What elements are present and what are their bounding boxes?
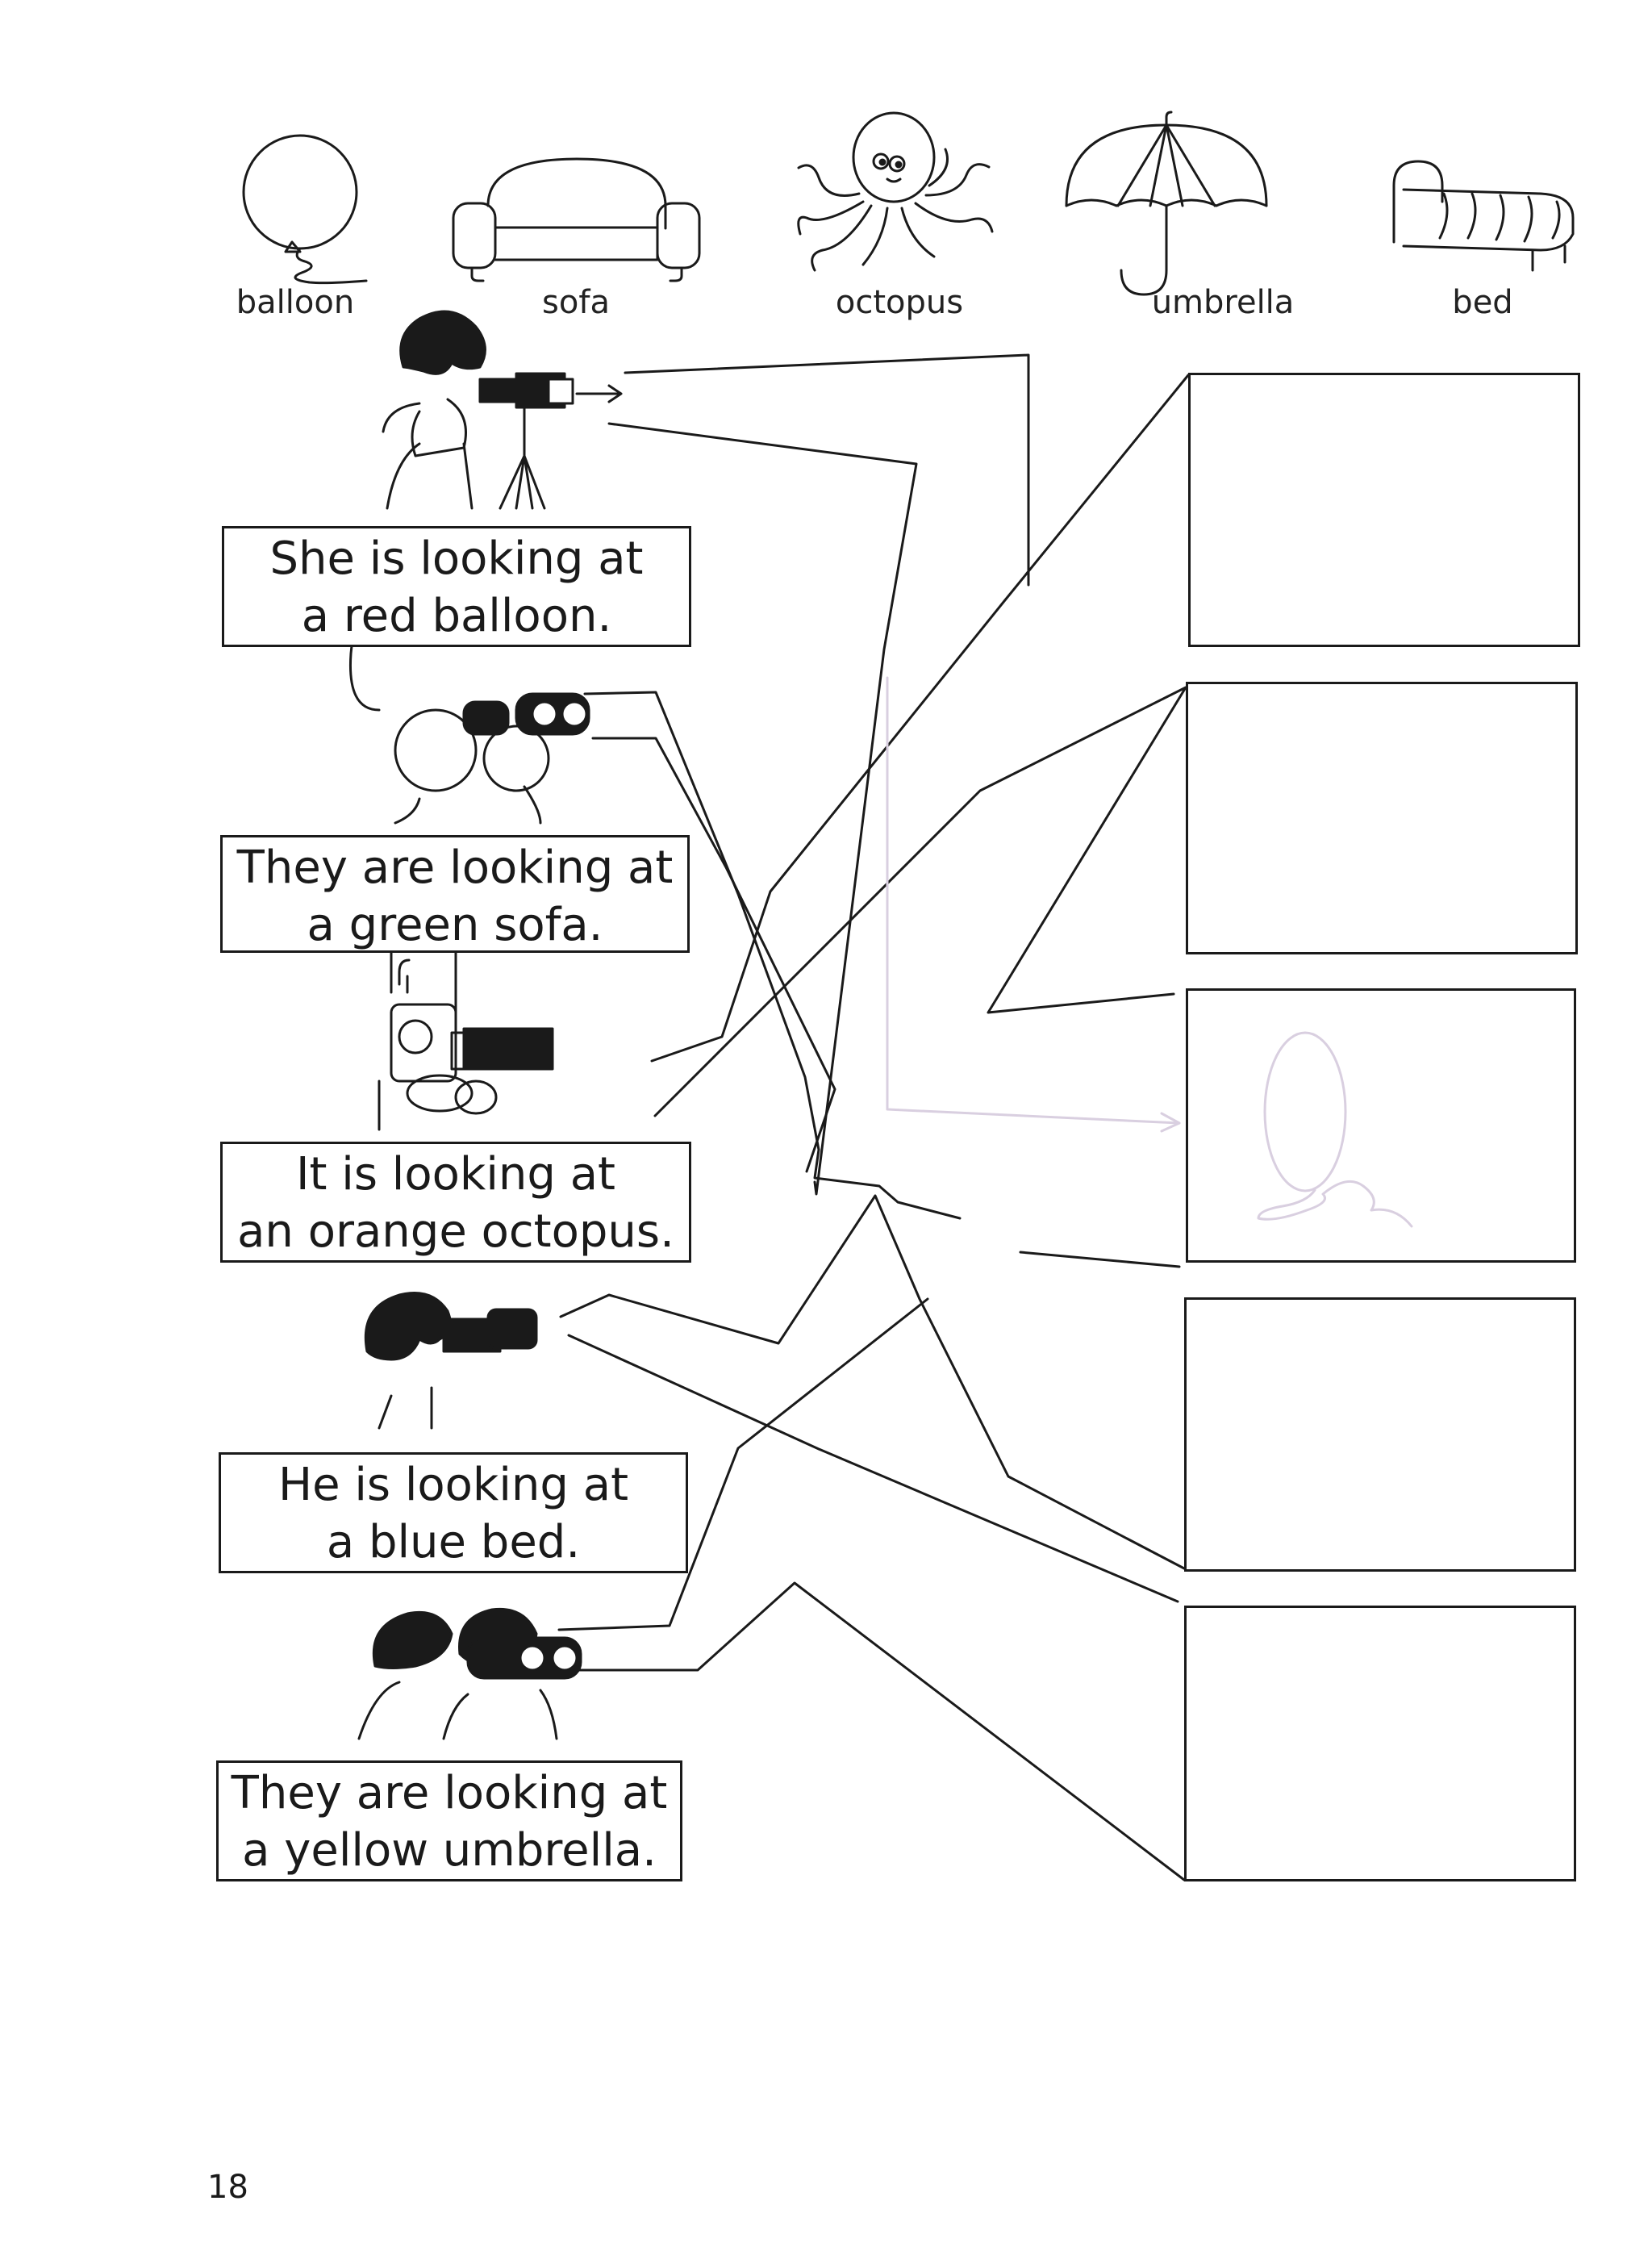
sentence-box-5: They are looking at a yellow umbrella.	[216, 1760, 682, 1881]
drawing-box-1[interactable]	[1188, 373, 1580, 647]
sentence-box-4: He is looking at a blue bed.	[219, 1452, 688, 1573]
maze-paths	[557, 353, 1190, 1881]
vocab-label-umbrella: umbrella	[1151, 284, 1295, 321]
traced-balloon-icon	[886, 676, 1413, 1228]
sentence-box-2: They are looking at a green sofa.	[220, 835, 690, 953]
drawing-box-4[interactable]	[1184, 1297, 1576, 1572]
sentence-line: a blue bed.	[326, 1516, 581, 1568]
page-number: 18	[207, 2169, 248, 2206]
sentence-box-1: She is looking at a red balloon.	[222, 526, 691, 647]
sentence-line: a green sofa.	[307, 899, 603, 951]
sentence-line: They are looking at	[231, 1767, 668, 1819]
vocab-label-octopus: octopus	[835, 284, 964, 321]
balloon-icon	[242, 134, 368, 285]
sentence-line: She is looking at	[269, 532, 644, 585]
boy-telescope-icon	[364, 1292, 538, 1430]
sentence-line: a red balloon.	[301, 590, 612, 642]
sentence-line: a yellow umbrella.	[242, 1824, 657, 1877]
sentence-line: He is looking at	[277, 1459, 629, 1511]
sentence-box-3: It is looking at an orange octopus.	[220, 1142, 691, 1263]
sentence-line: an orange octopus.	[237, 1205, 674, 1258]
vocab-label-bed: bed	[1452, 284, 1513, 321]
girl-telescope-icon	[382, 310, 623, 510]
sentence-line: It is looking at	[296, 1148, 615, 1201]
bed-icon	[1392, 160, 1575, 272]
sentence-line: They are looking at	[236, 842, 674, 894]
sofa-icon	[452, 157, 701, 282]
drawing-box-2[interactable]	[1186, 682, 1578, 954]
umbrella-icon	[1065, 111, 1268, 296]
children-binoculars-icon	[357, 1607, 582, 1740]
vocab-label-sofa: sofa	[542, 284, 610, 321]
octopus-icon	[797, 111, 994, 272]
vocab-label-balloon: balloon	[236, 284, 355, 321]
drawing-box-5[interactable]	[1184, 1606, 1576, 1881]
drawing-box-3[interactable]	[1186, 988, 1576, 1263]
robot-telescope-icon	[378, 930, 554, 1131]
